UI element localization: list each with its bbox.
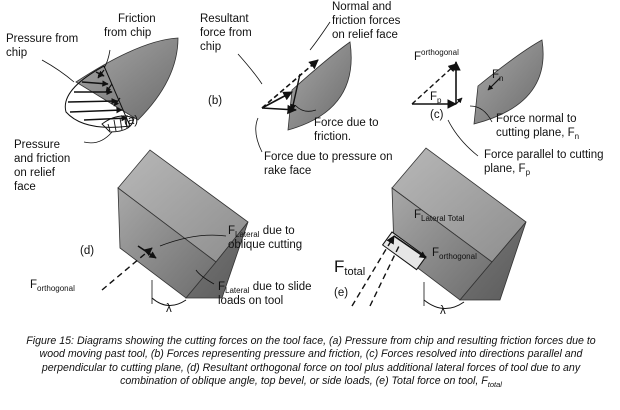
lambda-e: λ: [440, 305, 446, 317]
label-f-total: Ftotal: [334, 257, 365, 278]
friction-arrows-rake: [97, 69, 121, 107]
label-fp-c: Fp: [430, 91, 442, 105]
figure-caption: Figure 15: Diagrams showing the cutting …: [14, 335, 608, 392]
panel-d-tag: (d): [80, 245, 94, 257]
tool-side-d: [185, 221, 249, 299]
label-f-orthogonal-c: Forthogonal: [414, 48, 459, 63]
lambda-d: λ: [166, 303, 172, 315]
label-f-lateral-slide: FLateral due to slide: [218, 281, 312, 295]
force-pressure-b: [261, 59, 319, 109]
panel-a-tag: (a): [124, 115, 138, 127]
tool-tip-a: [75, 37, 179, 121]
label-slide-line2: loads on tool: [218, 295, 283, 307]
label-friction-from-chip: Friction from chip: [104, 13, 159, 39]
label-force-due-friction: Force due to friction.: [314, 117, 382, 143]
label-force-normal: Force normal to cutting plane, Fn: [496, 113, 580, 141]
force-lateral-d: [137, 245, 157, 259]
panel-b: Resultant force from chip Normal and fri…: [200, 1, 404, 177]
force-orthogonal-c: [411, 63, 457, 105]
label-f-lateral-oblique: FLateral due to: [228, 225, 295, 239]
caption-sub: total: [487, 380, 502, 390]
label-f-orthogonal-e: Forthogonal: [432, 247, 477, 261]
label-f-orthogonal-d: Forthogonal: [30, 279, 75, 293]
panel-a: Pressure from chip Friction from chip Pr…: [6, 13, 179, 193]
label-pressure-friction-relief: Pressure and friction on relief face: [14, 139, 73, 193]
tool-tip-c: [473, 39, 544, 125]
relief-distribution: [101, 115, 135, 133]
panel-e-tag: (e): [334, 287, 348, 299]
label-normal-friction-relief: Normal and friction forces on relief fac…: [332, 1, 404, 41]
label-oblique-cutting: oblique cutting: [228, 239, 302, 251]
lambda-arc-e: [423, 299, 465, 309]
label-force-parallel: Force parallel to cutting plane, Fp: [484, 149, 607, 177]
label-pressure-from-chip: Pressure from chip: [6, 33, 81, 59]
force-friction-b: [261, 91, 293, 109]
label-f-lateral-total: FLateral Total: [414, 209, 465, 223]
panel-b-tag: (b): [208, 95, 222, 107]
panel-d: FLateral due to oblique cutting Forthogo…: [30, 149, 312, 315]
lambda-arc-d: [151, 297, 187, 306]
force-lateral-e: [393, 235, 427, 259]
caption-text: Figure 15: Diagrams showing the cutting …: [26, 335, 596, 388]
force-total-e: [351, 235, 395, 307]
panel-c: Forthogonal Fn Fp (c) Force normal to cu…: [411, 39, 607, 177]
panel-e: Ftotal FLateral Total Forthogonal λ (e): [334, 147, 527, 317]
label-resultant-force: Resultant force from chip: [200, 13, 255, 53]
pressure-distribution: [64, 65, 131, 128]
label-fn-c: Fn: [492, 69, 503, 83]
label-force-due-pressure: Force due to pressure on rake face: [264, 151, 396, 177]
force-relief-b: [290, 73, 301, 111]
force-orthogonal-e: [369, 243, 401, 307]
tool-side-e: [459, 221, 527, 301]
panel-c-tag: (c): [430, 109, 444, 121]
force-orthogonal-d: [101, 247, 153, 291]
